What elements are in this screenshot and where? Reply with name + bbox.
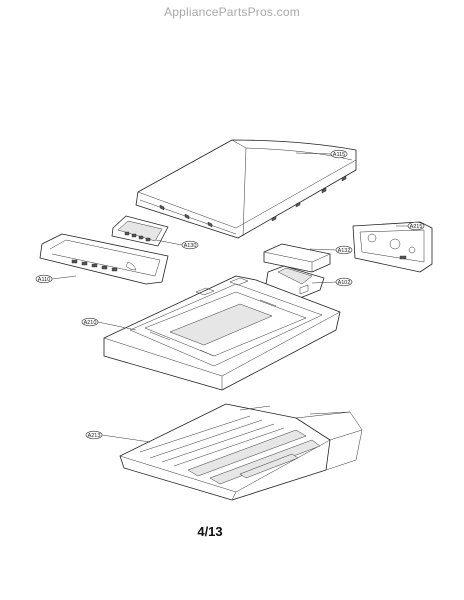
svg-text:A210: A210	[84, 320, 97, 326]
svg-text:A132: A132	[338, 248, 351, 254]
svg-text:A213: A213	[88, 433, 101, 439]
pcb-module-part	[263, 243, 331, 273]
page-number: 4/13	[197, 524, 223, 539]
watermark: AppliancePartsPros.com	[164, 5, 300, 19]
svg-text:A102: A102	[338, 280, 351, 286]
callout-top-cover: A115	[295, 149, 348, 159]
callout-small-module: A102	[311, 277, 353, 287]
svg-text:A215: A215	[410, 224, 423, 230]
small-module-part	[265, 265, 325, 299]
top-cover-part	[135, 139, 357, 239]
callout-pcb-module: A132	[309, 245, 353, 255]
callout-pcb-main: A130	[155, 239, 199, 250]
bottom-cover-part	[119, 403, 363, 501]
callout-bottom-cover: A213	[85, 430, 151, 443]
callout-rear-bracket: A215	[396, 221, 425, 231]
pcb-main-part	[111, 215, 169, 247]
svg-text:A115: A115	[333, 152, 345, 158]
svg-text:A130: A130	[184, 243, 197, 249]
control-base-part	[103, 275, 341, 391]
panel-frame-part	[39, 233, 169, 285]
callout-control-base: A210	[81, 317, 137, 331]
svg-text:A110: A110	[38, 277, 50, 283]
rear-bracket-part	[352, 221, 433, 273]
callout-panel-frame: A110	[35, 274, 77, 284]
